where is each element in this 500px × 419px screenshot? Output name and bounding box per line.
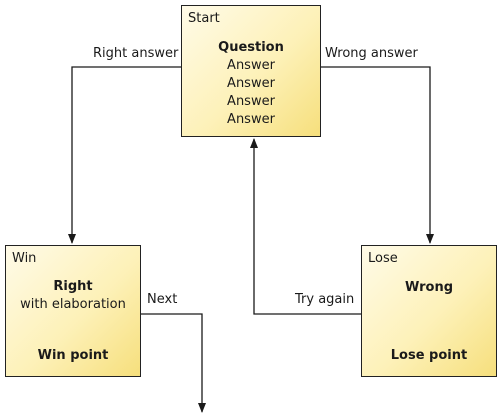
next-connector bbox=[141, 313, 206, 413]
answer-option: Answer bbox=[227, 58, 275, 73]
lose-title: Wrong bbox=[404, 280, 453, 295]
win-label: Win bbox=[12, 251, 37, 266]
wrong-answer-label: Wrong answer bbox=[325, 46, 418, 61]
win-subtitle: with elaboration bbox=[20, 297, 126, 312]
win-content: Right with elaboration bbox=[6, 278, 140, 314]
try-again-connector bbox=[250, 138, 361, 315]
question-title: Question bbox=[218, 40, 284, 55]
answer-option: Answer bbox=[227, 94, 275, 109]
answer-option: Answer bbox=[227, 112, 275, 127]
win-title: Right bbox=[53, 279, 93, 294]
wrong-answer-connector bbox=[321, 66, 434, 244]
start-label: Start bbox=[188, 11, 220, 26]
win-box: Win Right with elaboration Win point bbox=[5, 245, 141, 377]
start-box: Start Question Answer Answer Answer Answ… bbox=[181, 5, 321, 137]
lose-point: Lose point bbox=[390, 348, 468, 363]
answer-option: Answer bbox=[227, 76, 275, 91]
lose-label: Lose bbox=[368, 251, 398, 266]
lose-box: Lose Wrong Lose point bbox=[361, 245, 497, 377]
try-again-label: Try again bbox=[295, 292, 355, 307]
start-content: Question Answer Answer Answer Answer bbox=[182, 39, 320, 129]
next-label: Next bbox=[147, 292, 178, 307]
right-answer-label: Right answer bbox=[93, 46, 179, 61]
right-answer-connector bbox=[68, 66, 181, 244]
win-point: Win point bbox=[37, 348, 109, 363]
